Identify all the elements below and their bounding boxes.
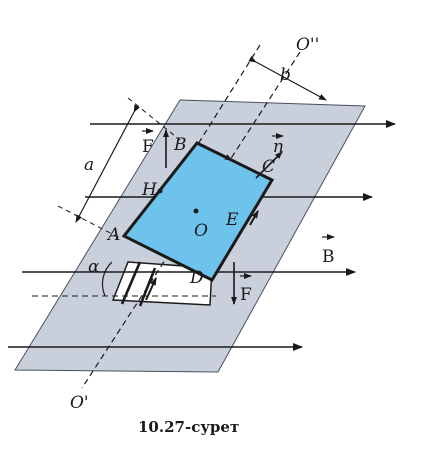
current-arrow-bc [217, 152, 233, 161]
label-vertex-a: A [106, 225, 120, 245]
label-angle-alpha: α [88, 257, 100, 277]
label-force-bottom: F [240, 285, 252, 305]
angle-alpha-arc [101, 261, 113, 297]
label-vertex-b: B [173, 135, 187, 155]
figure-caption: 10.27-сурет [138, 418, 239, 436]
label-axis-bottom: O' [70, 393, 89, 413]
label-center-o: O [194, 221, 208, 241]
lead-left [120, 261, 142, 305]
label-axis-top: O'' [296, 35, 319, 55]
current-arrow-de [249, 210, 259, 226]
label-point-h: H [141, 180, 158, 200]
normal-vector [255, 151, 283, 179]
lead-current-arrow [145, 277, 157, 301]
label-point-e: E [225, 210, 239, 230]
label-normal: n [273, 137, 284, 157]
point-o-dot [193, 208, 199, 214]
label-width-b: b [280, 65, 291, 85]
dimension-a-line [75, 104, 140, 223]
loop-leads [120, 261, 157, 307]
lead-right [138, 267, 157, 307]
point-h-dot [157, 188, 163, 194]
vector-overbars [142, 128, 335, 279]
label-vertex-d: D [189, 268, 204, 288]
dimension-b-line [248, 56, 327, 101]
label-side-a: a [84, 155, 94, 175]
dimension-a-ext-bottom [57, 205, 121, 239]
label-vertex-c: C [262, 157, 275, 177]
label-force-top: F [142, 137, 154, 157]
label-field-b: B [322, 247, 335, 267]
